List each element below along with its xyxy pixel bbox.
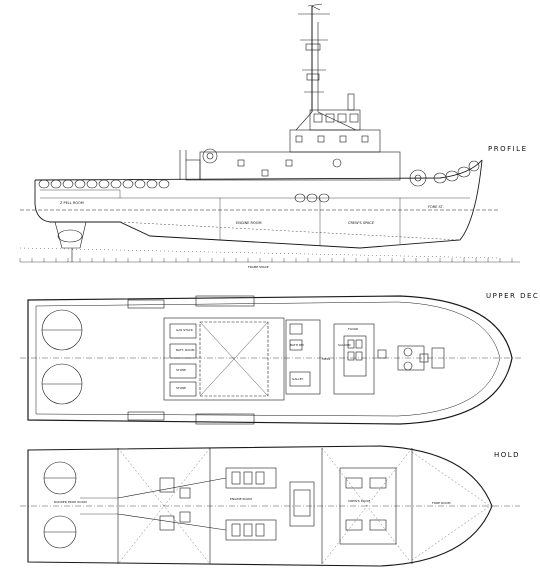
main-engine-starboard (225, 519, 277, 541)
store-label-2: STORE (176, 386, 186, 390)
crew-space-label: CREW'S SPACE (348, 221, 374, 225)
wheelhouse (179, 93, 401, 181)
fender (294, 193, 306, 203)
fender (306, 193, 318, 203)
upper-deck-title: UPPER DECK (486, 292, 540, 300)
galley-label: GALLEY (292, 377, 304, 381)
crew-room-label: CREW'S ROOM (348, 499, 371, 503)
tow-room-label: Z PELL ROOM (60, 201, 84, 205)
fender (38, 179, 50, 189)
bath-label: BATH RM (290, 343, 304, 347)
fore-st-label: FORE ST. (428, 205, 444, 209)
engine-room-label: ENGINE ROOM (236, 221, 261, 225)
saloon-label: SALOON (338, 343, 351, 347)
batt-label: BATT. ROOM (176, 348, 195, 352)
bow-fenders (409, 160, 480, 187)
fender (122, 179, 134, 189)
fender (86, 179, 98, 189)
anchor-windlass (397, 345, 445, 371)
frame-tick-row (19, 258, 513, 262)
profile-title: PROFILE (488, 145, 528, 153)
profile-view: PROFILE Z PELL ROOM ENGINE ROOM CREW'S S… (19, 3, 528, 269)
frame-space-label: FRAME SPACE (248, 265, 269, 269)
floor-label: FLOOR (348, 327, 358, 331)
hold-engine-room-label: ENGINE ROOM (230, 497, 252, 501)
store-label-1: STORE (176, 368, 186, 372)
hold-title: HOLD (494, 451, 520, 459)
fender (134, 179, 146, 189)
fender (318, 193, 330, 203)
fender (158, 179, 170, 189)
fender (110, 179, 122, 189)
hull-profile (19, 159, 520, 263)
fender (146, 179, 158, 189)
main-engine-port (225, 467, 277, 489)
hold-view: HOLD RUDDER PROP. ROOM ENGINE ROOM CREW'… (20, 445, 520, 567)
mess-label: MESS (322, 357, 330, 361)
mast (295, 3, 357, 131)
upper-deck-view: UPPER DECK GAS STACK BATT. ROOM STORE ST… (20, 292, 540, 425)
fender (74, 179, 86, 189)
fender (50, 179, 62, 189)
fender (62, 179, 74, 189)
rudder-prop-label: RUDDER PROP. ROOM (54, 500, 87, 504)
fore-room-label: FORE ROOM (432, 501, 451, 505)
fenders-profile (38, 179, 330, 203)
gas-stack-label: GAS STACK (176, 328, 194, 332)
fender (98, 179, 110, 189)
